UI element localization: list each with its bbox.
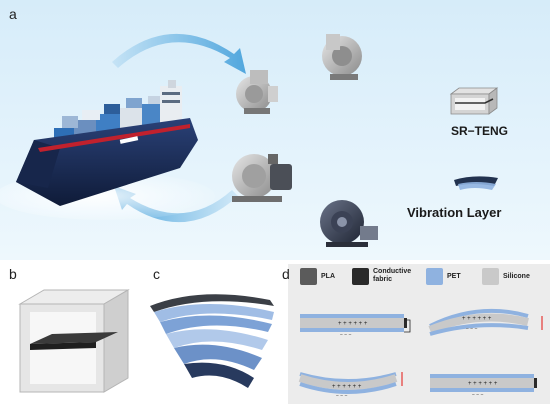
sr-teng-label: SR−TENG (451, 124, 509, 138)
state-4-positive: + + + + + + (468, 381, 498, 387)
state-4-negative: − − − (472, 392, 484, 398)
panel-label-c: c (153, 266, 160, 282)
state-1-positive: + + + + + + (338, 321, 368, 327)
panel-label-a: a (9, 6, 17, 22)
sr-teng-box-illustration (18, 289, 130, 393)
legend-conductive-fabric: Conductive fabric (352, 268, 411, 285)
vibration-layer-icon (454, 176, 498, 190)
panel-label-b: b (9, 266, 17, 282)
ring-blower (232, 154, 292, 202)
state-3-bent-down: + + + + + + − − − (298, 372, 403, 399)
state-2-negative: − − − (466, 326, 478, 332)
state-1-flat: + + + + + + − − − (300, 314, 411, 338)
panel-a-illustration (0, 33, 499, 247)
state-2-positive: + + + + + + (462, 316, 492, 322)
legend-pet: PET (426, 268, 461, 285)
upper-flow-arrow (112, 33, 246, 74)
panel-d: d PLA Conductive fabric PET Silicone + +… (282, 264, 550, 404)
conductive-fabric-swatch (352, 268, 369, 285)
legend-pla: PLA (300, 268, 335, 285)
sr-teng-icon (449, 87, 499, 115)
pet-swatch (426, 268, 443, 285)
panel-c: c (140, 262, 288, 404)
state-4-flat: + + + + + + − − − (430, 374, 537, 398)
vibration-layer-exploded-illustration (150, 294, 274, 388)
centrifugal-fan-2 (322, 34, 362, 80)
state-1-negative: − − − (340, 332, 352, 338)
vibration-layer-label: Vibration Layer (407, 205, 502, 220)
panel-label-d: d (282, 266, 290, 282)
pla-label: PLA (321, 273, 335, 280)
panel-b: b (0, 262, 140, 404)
pla-swatch (300, 268, 317, 285)
working-principle-diagram: + + + + + + − − − + + + + + + − − − + + … (298, 308, 543, 399)
state-2-bent-up: + + + + + + − − − (428, 308, 543, 336)
conductive-fabric-label: Conductive fabric (373, 268, 412, 283)
container-ship (0, 80, 215, 220)
dark-blower (320, 200, 378, 247)
state-3-positive: + + + + + + (332, 384, 362, 390)
centrifugal-fan-1 (236, 70, 278, 114)
silicone-label: Silicone (503, 273, 530, 280)
panel-a: a (0, 0, 550, 260)
legend-silicone: Silicone (482, 268, 530, 285)
pet-label: PET (447, 273, 461, 280)
state-3-negative: − − − (336, 393, 348, 399)
silicone-swatch (482, 268, 499, 285)
